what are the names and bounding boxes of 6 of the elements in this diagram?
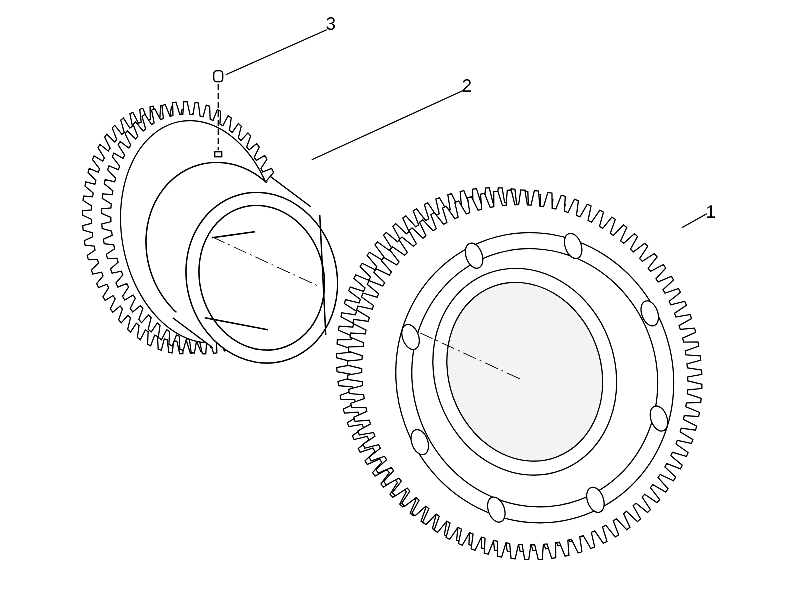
leader-line [312, 89, 466, 161]
leader-line [226, 29, 328, 76]
callout-number: 2 [462, 74, 478, 98]
leader-line [682, 213, 708, 229]
callout-number: 3 [326, 12, 342, 36]
callout-number: 1 [706, 200, 722, 224]
